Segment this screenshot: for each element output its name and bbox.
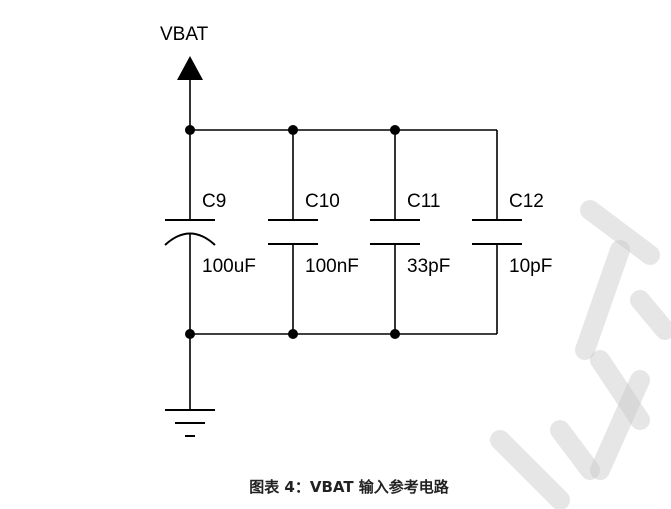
junction-dot <box>185 125 195 135</box>
supply-arrow-icon <box>177 56 203 80</box>
top-rail <box>190 129 498 220</box>
watermark <box>490 200 671 509</box>
figure-caption: 图表 4：VBAT 输入参考电路 <box>249 478 450 496</box>
supply-label: VBAT <box>160 24 209 45</box>
junction-dot <box>390 329 400 339</box>
junction-dot <box>288 329 298 339</box>
c10-value-label: 100nF <box>305 256 359 277</box>
capacitor-c11: C11 33pF <box>370 130 450 334</box>
vbat-supply-symbol: VBAT <box>160 24 209 130</box>
capacitor-c12: C12 10pF <box>472 191 552 277</box>
capacitor-c10: C10 100nF <box>268 130 359 334</box>
c11-value-label: 33pF <box>407 256 450 277</box>
c12-ref-label: C12 <box>509 191 544 212</box>
junction-dot <box>288 125 298 135</box>
c11-ref-label: C11 <box>407 191 440 212</box>
ground-symbol <box>165 334 215 437</box>
junction-dot <box>390 125 400 135</box>
c12-value-label: 10pF <box>509 256 552 277</box>
bottom-rail <box>190 245 498 335</box>
c10-ref-label: C10 <box>305 191 340 212</box>
c9-ref-label: C9 <box>202 191 226 212</box>
c9-value-label: 100uF <box>202 256 256 277</box>
capacitor-c9: C9 100uF <box>164 130 256 334</box>
